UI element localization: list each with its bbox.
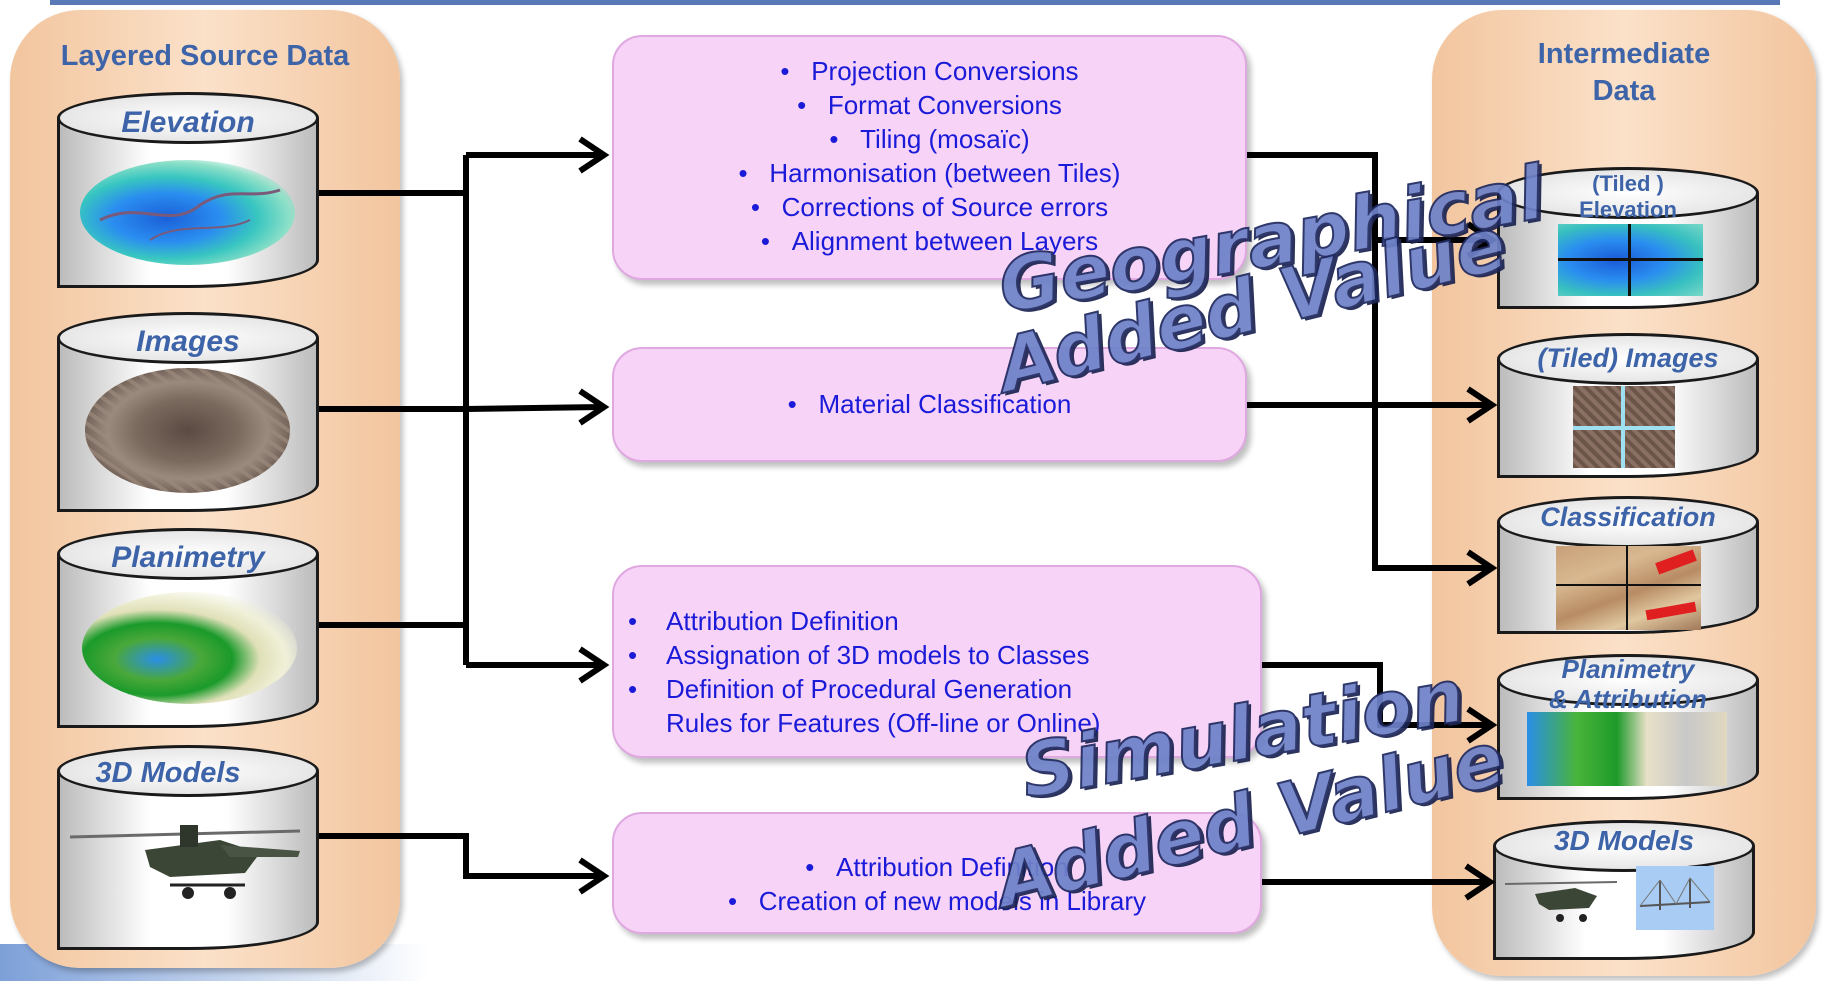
- process-box-attribution[interactable]: • Attribution Definition • Assignation o…: [612, 565, 1262, 758]
- city-image-thumbnail: [85, 368, 290, 493]
- classification-thumbnail: [1556, 546, 1701, 630]
- models-intermediate-label: 3D Models: [1553, 825, 1695, 856]
- tiled-elevation-label-1: (Tiled ): [1592, 171, 1664, 196]
- bullet-item: • Definition of Procedural Generation: [628, 674, 1073, 704]
- tiled-images-label: (Tiled) Images: [1537, 343, 1719, 373]
- planimetry-source-label: Planimetry: [111, 541, 265, 574]
- process-box-classification[interactable]: • Material Classification: [612, 347, 1247, 462]
- elevation-source-label: Elevation: [121, 106, 255, 139]
- library-helicopter-thumbnail: [1505, 870, 1620, 930]
- tiled-elevation-label-2: Elevation: [1579, 197, 1677, 222]
- planimetry-attribution-thumbnail: [1527, 712, 1727, 786]
- bullet-item: • Assignation of 3D models to Classes: [628, 640, 1090, 670]
- bullet-item: • Tiling (mosaïc): [829, 124, 1030, 154]
- intermediate-title-line1: Intermediate: [1537, 38, 1711, 70]
- bullet-item: • Corrections of Source errors: [750, 192, 1109, 222]
- helicopter-model-thumbnail: [70, 805, 310, 915]
- planimetry-attribution-label-1: Planimetry: [1561, 654, 1695, 684]
- source-panel-title: Layered Source Data: [60, 40, 350, 72]
- intermediate-title-line2: Data: [1592, 75, 1656, 107]
- bullet-item: • Material Classification: [787, 389, 1072, 419]
- tiled-images-thumbnail: [1573, 386, 1675, 468]
- images-source-label: Images: [136, 325, 240, 358]
- bullet-item: • Projection Conversions: [780, 56, 1079, 86]
- planimetry-attribution-label-2: & Attribution: [1549, 684, 1707, 714]
- top-rule: [50, 0, 1780, 5]
- bullet-item-continuation: Rules for Features (Off-line or Online): [666, 708, 1101, 738]
- planimetry-source-cylinder[interactable]: Planimetry: [57, 528, 319, 728]
- models-source-label: 3D Models: [95, 757, 241, 789]
- bullet-item: • Creation of new models in Library: [727, 886, 1147, 916]
- planimetry-map-thumbnail: [82, 592, 297, 704]
- process-box-conversions[interactable]: • Projection Conversions • Format Conver…: [612, 35, 1247, 280]
- classification-label: Classification: [1540, 502, 1716, 532]
- process-box-library[interactable]: • Attribution Definition • Creation of n…: [612, 812, 1262, 934]
- bullet-item: • Attribution Definition: [628, 606, 899, 636]
- bullet-item: • Alignment between Layers: [760, 226, 1099, 256]
- bullet-item: • Harmonisation (between Tiles): [738, 158, 1121, 188]
- bullet-item: • Format Conversions: [797, 90, 1062, 120]
- tiled-elevation-thumbnail: [1558, 224, 1703, 296]
- bridge-model-thumbnail: [1636, 866, 1714, 930]
- bullet-item: • Attribution Definition: [805, 852, 1069, 882]
- elevation-terrain-thumbnail: [80, 160, 295, 265]
- models-source-cylinder[interactable]: 3D Models: [57, 745, 319, 950]
